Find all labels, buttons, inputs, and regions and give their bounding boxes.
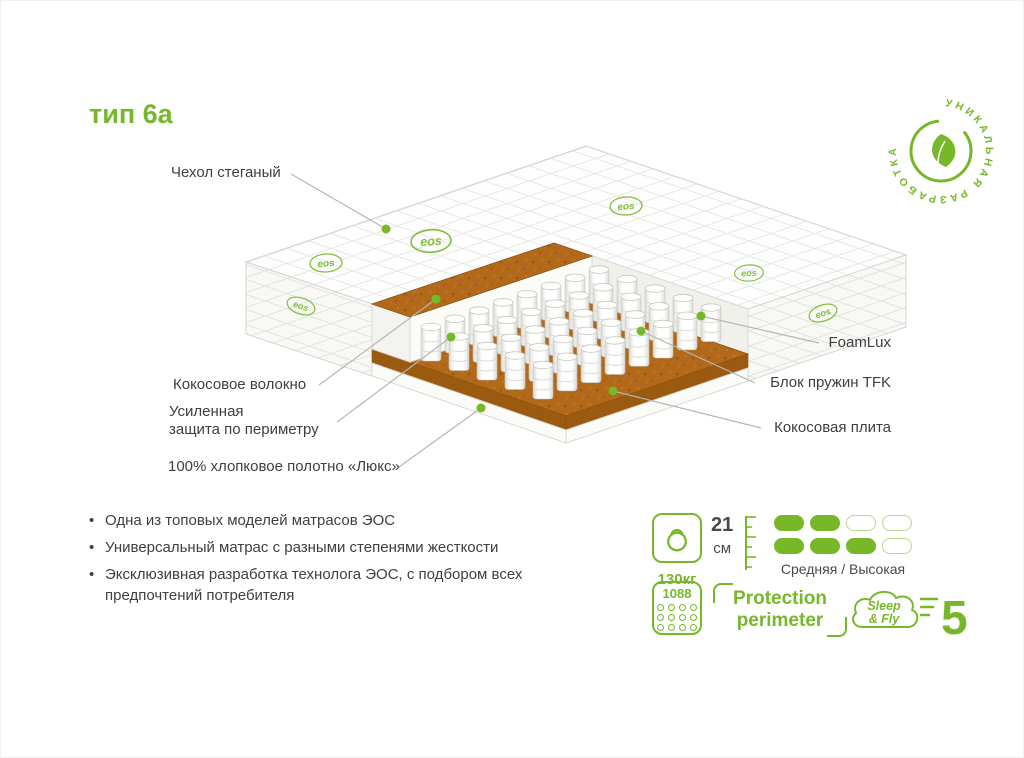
firmness-pill: [846, 515, 876, 531]
brand-line1: Sleep: [867, 599, 901, 613]
firmness-pill: [846, 538, 876, 554]
firmness-pill: [810, 515, 840, 531]
spring-count-box: 1088: [652, 581, 702, 635]
eos-logo-text: eos: [814, 306, 832, 320]
max-weight-icon-box: [652, 513, 702, 563]
eos-logo: eos: [808, 303, 838, 323]
cotton-bottom-band-right: [565, 367, 749, 444]
callout-perimeter: Усиленная защита по периметру: [169, 403, 319, 439]
spring-dot: [679, 604, 686, 611]
callout-foamlux: FoamLux: [828, 334, 891, 351]
callout-dots: [381, 224, 706, 413]
badge-arrow-circle-icon: [909, 119, 973, 183]
leader-lines: [290, 173, 820, 468]
spring-dot: [668, 624, 675, 631]
coir-fiber-wall-top: [370, 242, 594, 318]
spring-count-value: 1088: [662, 586, 692, 601]
callout-spring-block: Блок пружин TFK: [770, 374, 891, 391]
callout-perimeter-line2: защита по периметру: [169, 421, 319, 438]
warranty-icon: 5: [919, 592, 968, 645]
leaf-icon: [932, 134, 956, 167]
feature-item: Универсальный матрас с разными степенями…: [87, 537, 565, 558]
brand-logo: Sleep & Fly: [847, 586, 923, 639]
spring-dot: [690, 614, 697, 621]
firmness-pill: [774, 538, 804, 554]
warranty-years: 5: [941, 592, 968, 643]
firmness-label: Средняя / Высокая: [780, 561, 906, 577]
eos-logo-text: eos: [617, 201, 635, 213]
eos-logo: eos: [286, 296, 316, 316]
callout-coir-plate: Кокосовая плита: [774, 419, 891, 436]
mattress-cutaway: eos eos eos eos eos: [244, 145, 908, 444]
eos-logo: eos: [609, 196, 643, 216]
spring-dot: [657, 604, 664, 611]
spring-dot: [657, 614, 664, 621]
spring-dot: [668, 614, 675, 621]
feature-item: Эксклюзивная разработка технолога ЭОС, с…: [87, 564, 565, 606]
height-widget: 21 см: [711, 514, 761, 572]
spring-dot: [668, 604, 675, 611]
callout-quilted-cover: Чехол стеганый: [171, 164, 281, 181]
fabric-brand-logos: eos eos eos eos eos: [286, 196, 838, 323]
cloud-icon: Sleep & Fly: [852, 590, 919, 628]
eos-logo: eos: [734, 264, 764, 282]
height-unit: см: [713, 540, 732, 557]
brand-line2: & Fly: [869, 612, 901, 626]
max-weight-value: 130кг: [657, 571, 697, 588]
eos-logo-text: eos: [317, 258, 335, 270]
spring-dot: [679, 624, 686, 631]
eos-logo-text: eos: [292, 299, 310, 313]
firmness-scale: [774, 515, 912, 554]
height-value: 21: [711, 514, 734, 536]
spring-dot: [679, 614, 686, 621]
ruler-icon: [745, 516, 757, 570]
eos-logo-text: eos: [741, 268, 757, 279]
spring-coils: [420, 265, 722, 400]
spring-dot: [690, 604, 697, 611]
warranty-widget: 5: [919, 585, 971, 648]
firmness-pill: [882, 515, 912, 531]
firmness-widget: Средняя / Высокая: [774, 515, 912, 577]
feature-item: Одна из топовых моделей матрасов ЭОС: [87, 510, 565, 531]
page-title: тип 6а: [89, 99, 173, 129]
spring-count-dots-icon: [657, 604, 697, 631]
firmness-pill: [882, 538, 912, 554]
feature-list: Одна из топовых моделей матрасов ЭОС Уни…: [87, 510, 565, 612]
firmness-pill: [810, 538, 840, 554]
unique-development-badge: УНИКАЛЬНАЯ РАЗРАБОТКА: [887, 97, 992, 205]
leaf-vein: [937, 140, 946, 164]
eos-logo: eos: [410, 228, 452, 254]
spring-dot: [690, 624, 697, 631]
callout-coir-fiber: Кокосовое волокно: [173, 376, 307, 393]
callout-perimeter-line1: Усиленная: [169, 403, 244, 420]
eos-logo: eos: [309, 253, 343, 273]
eos-logo-text: eos: [420, 234, 442, 249]
callout-cotton-fabric: 100% хлопковое полотно «Люкс»: [168, 458, 400, 475]
protection-line1: Protection: [733, 588, 827, 610]
kettlebell-icon: [667, 528, 687, 552]
protection-line2: perimeter: [736, 610, 824, 631]
spring-dot: [657, 624, 664, 631]
protection-perimeter-badge: Protection perimeter: [713, 583, 847, 637]
firmness-pill: [774, 515, 804, 531]
